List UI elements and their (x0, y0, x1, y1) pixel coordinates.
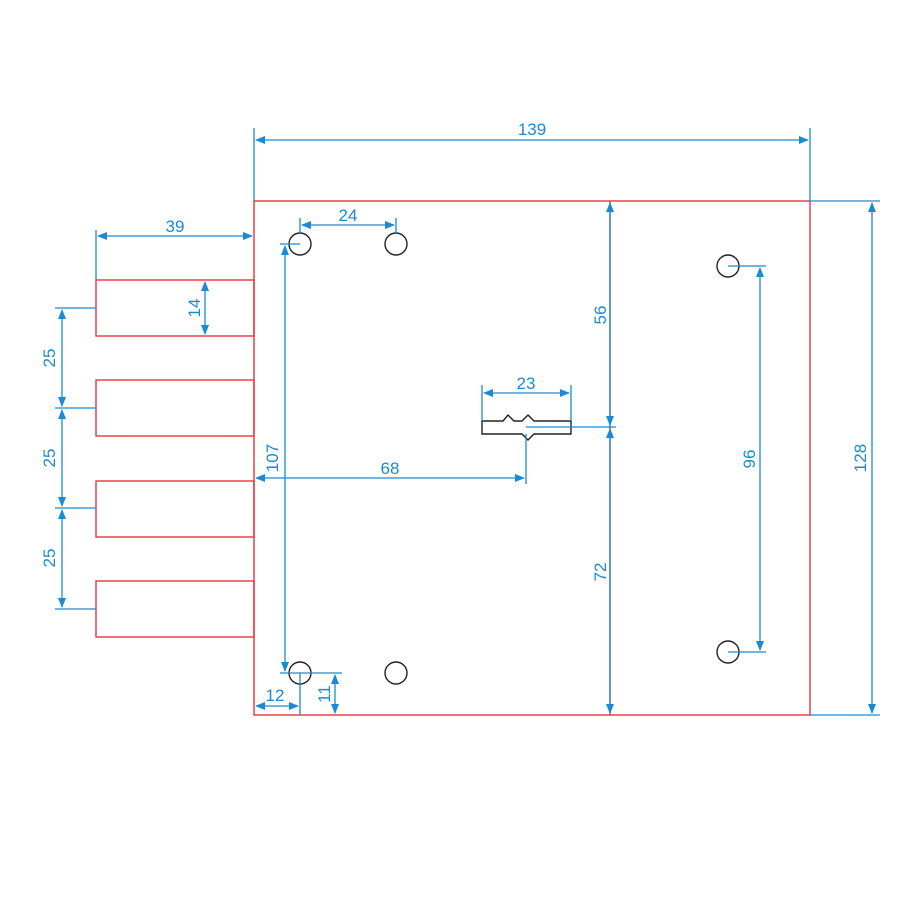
label-hole-offset-x: 12 (266, 686, 285, 705)
dim-hole-offset-y: 11 (300, 672, 342, 714)
dim-keyhole-width: 23 (481, 374, 572, 421)
hole-bottom-right (384, 661, 408, 685)
hole-top-right (384, 232, 408, 256)
label-top-hole-spacing: 24 (339, 206, 358, 225)
dim-bolt-throw: 39 (95, 217, 253, 280)
bolt-4 (95, 580, 255, 638)
label-hole-offset-y: 11 (315, 685, 334, 703)
dim-vertical-hole-spacing: 107 (263, 243, 300, 674)
dim-top-hole-spacing: 24 (299, 206, 397, 234)
dim-overall-width: 139 (253, 120, 811, 201)
dim-bolt-pitch: 25 25 25 (40, 307, 96, 610)
label-bolt-height: 14 (185, 299, 204, 318)
label-bolt-pitch-2: 25 (40, 449, 59, 468)
dim-keyhole-to-bottom: 72 (591, 428, 614, 714)
dim-hole-offset-x: 12 (255, 673, 301, 715)
label-backset: 68 (381, 459, 400, 478)
label-vertical-hole-spacing: 107 (263, 444, 282, 472)
dim-bolt-height: 14 (185, 281, 209, 335)
label-side-hole-spacing: 96 (740, 450, 759, 469)
label-keyhole-to-bottom: 72 (591, 563, 610, 582)
bolt-1 (95, 279, 255, 337)
label-overall-height: 128 (851, 444, 870, 472)
dim-overall-height: 128 (810, 200, 880, 716)
dim-backset: 68 (255, 434, 527, 484)
dim-keyhole-to-top: 56 (591, 202, 614, 426)
label-bolt-pitch-1: 25 (40, 349, 59, 368)
label-bolt-throw: 39 (166, 217, 185, 236)
bolt-2 (95, 379, 255, 437)
label-keyhole-width: 23 (517, 374, 536, 393)
label-overall-width: 139 (518, 120, 546, 139)
bolt-3 (95, 480, 255, 538)
label-keyhole-to-top: 56 (591, 306, 610, 325)
lock-case-outline (253, 200, 811, 716)
label-bolt-pitch-3: 25 (40, 549, 59, 568)
dim-side-hole-spacing: 96 (728, 265, 766, 653)
